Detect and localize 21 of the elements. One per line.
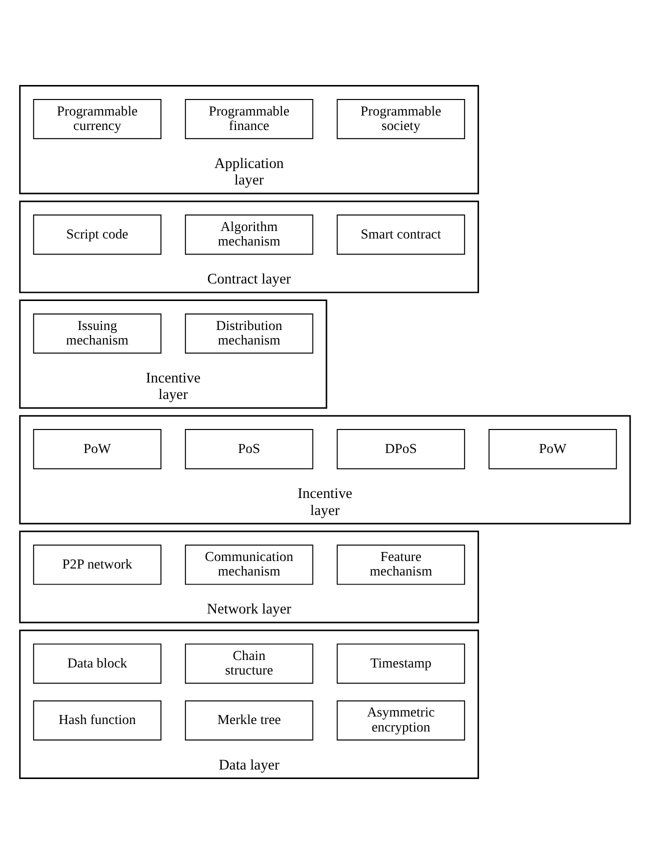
node-box: Asymmetric encryption (336, 700, 466, 741)
node-box: Distribution mechanism (184, 313, 314, 354)
node-box: DPoS (336, 429, 466, 470)
node-box: P2P network (33, 544, 162, 585)
node-box: Hash function (33, 700, 162, 741)
node-box: Merkle tree (184, 700, 314, 741)
node-box: Data block (33, 644, 162, 684)
node-box: Timestamp (336, 644, 466, 684)
node-box: Algorithm mechanism (184, 214, 314, 255)
node-box: Feature mechanism (336, 544, 466, 585)
node-box: Communication mechanism (184, 544, 314, 585)
node-box: Programmable currency (33, 98, 162, 140)
node-box: Programmable finance (184, 98, 314, 140)
node-box: Programmable society (336, 98, 466, 140)
node-box: PoW (488, 429, 617, 470)
node-box: Smart contract (336, 214, 466, 255)
node-box: PoW (33, 429, 162, 470)
node-box: Issuing mechanism (33, 313, 162, 354)
node-box: Script code (33, 214, 162, 255)
node-box: Chain structure (184, 644, 314, 684)
node-box: PoS (184, 429, 314, 470)
